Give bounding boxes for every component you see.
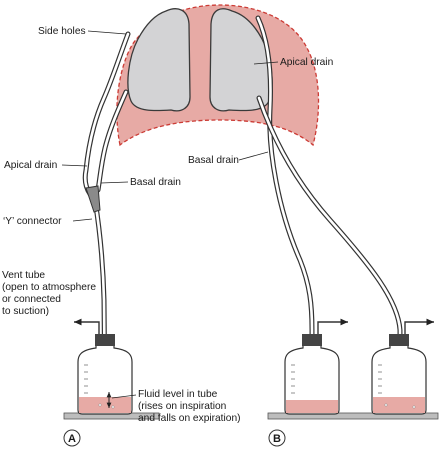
vent-tube-line-1: Vent tube <box>2 270 45 281</box>
tubing <box>82 15 403 413</box>
fluid-level-line-2: (rises on inspiration <box>138 401 226 412</box>
thorax <box>116 4 320 147</box>
label-side-holes: Side holes <box>38 26 86 37</box>
leader-lines <box>61 30 279 399</box>
vent-tube-line-4: to suction) <box>2 306 49 317</box>
y-connector-piece <box>85 185 101 213</box>
left-lung <box>127 8 191 112</box>
panel-a-badge: A <box>63 429 81 447</box>
bottle-b2 <box>371 318 434 415</box>
bottle-b1 <box>284 318 348 415</box>
panel-b-badge: B <box>268 429 286 447</box>
panel-b-letter: B <box>273 433 281 445</box>
label-basal-drain-left: Basal drain <box>130 177 181 188</box>
panel-a-letter: A <box>68 433 76 445</box>
label-apical-drain-right: Apical drain <box>280 57 333 68</box>
bottle-a <box>74 318 133 415</box>
label-y-connector: ‘Y’ connector <box>3 216 62 227</box>
vent-tube-line-2: (open to atmosphere <box>2 282 96 293</box>
fluid-level-line-3: and falls on expiration) <box>138 413 241 424</box>
fluid-level-line-1: Fluid level in tube <box>138 389 218 400</box>
vent-tube-line-3: or connected <box>2 294 61 305</box>
label-fluid-level: Fluid level in tube (rises on inspiratio… <box>138 389 241 424</box>
labels: Side holes Apical drain Apical drain Bas… <box>2 26 333 424</box>
label-apical-drain-left: Apical drain <box>4 160 57 171</box>
label-vent-tube: Vent tube (open to atmosphere or connect… <box>2 270 99 317</box>
label-basal-drain-right: Basal drain <box>188 155 239 166</box>
right-lung <box>209 8 273 112</box>
